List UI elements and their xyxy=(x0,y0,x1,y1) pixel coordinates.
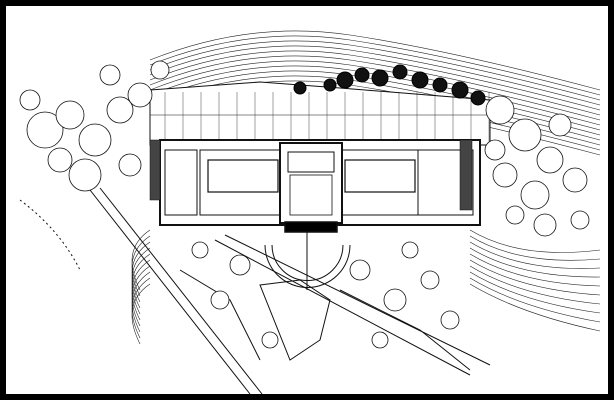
contour-line xyxy=(131,283,151,345)
tree xyxy=(99,64,121,86)
tree xyxy=(371,331,389,349)
tree xyxy=(191,241,209,259)
tree xyxy=(505,205,525,225)
tree xyxy=(562,167,588,193)
tree xyxy=(485,95,515,125)
tree xyxy=(47,147,73,173)
contour-line xyxy=(131,259,151,321)
tree xyxy=(150,60,170,80)
tree xyxy=(401,241,419,259)
contour-line xyxy=(131,253,151,315)
tree xyxy=(68,158,102,192)
contour-line xyxy=(469,241,601,269)
tree xyxy=(19,89,41,111)
contour-line xyxy=(131,229,151,291)
tree xyxy=(371,69,389,87)
tree xyxy=(432,77,448,93)
tree xyxy=(118,153,142,177)
contour-line xyxy=(149,65,601,126)
tree xyxy=(536,146,564,174)
contour-line xyxy=(131,277,151,339)
roads xyxy=(19,187,491,395)
tree xyxy=(55,100,85,130)
tree xyxy=(26,111,64,149)
tree xyxy=(520,180,550,210)
contour-line xyxy=(149,35,601,96)
tree xyxy=(470,90,486,106)
tree xyxy=(420,270,440,290)
tree xyxy=(484,139,506,161)
tree xyxy=(127,82,153,108)
contour-line xyxy=(469,259,601,296)
contour-line xyxy=(149,45,601,106)
contour-line xyxy=(469,247,601,278)
tree xyxy=(570,210,590,230)
tree xyxy=(349,259,371,281)
contour-line xyxy=(131,271,151,333)
tree xyxy=(336,71,354,89)
contour-line xyxy=(131,247,151,309)
contour-line xyxy=(149,55,601,116)
forecourt-semicircle xyxy=(264,228,351,290)
contour-line xyxy=(469,253,601,287)
tree xyxy=(261,331,279,349)
tree xyxy=(392,64,408,80)
contour-line xyxy=(131,235,151,297)
tree xyxy=(210,290,230,310)
tree xyxy=(533,213,557,237)
tree xyxy=(440,310,460,330)
tree xyxy=(106,96,134,124)
tree xyxy=(508,118,542,152)
tree xyxy=(354,67,370,83)
contour-line xyxy=(131,265,151,327)
tree xyxy=(548,113,572,137)
contour-line xyxy=(469,235,601,261)
building xyxy=(149,139,481,233)
contour-line xyxy=(469,277,601,323)
tree xyxy=(383,288,407,312)
contour-line xyxy=(469,271,601,314)
contour-line xyxy=(469,265,601,305)
tree xyxy=(229,254,251,276)
contour-line xyxy=(149,50,601,111)
contour-line xyxy=(469,283,601,332)
contour-line xyxy=(149,30,601,91)
contour-line xyxy=(469,229,601,253)
tree xyxy=(323,78,337,92)
tree xyxy=(78,123,112,157)
dense-tree-band xyxy=(293,64,486,106)
tree xyxy=(451,81,469,99)
trees xyxy=(19,60,590,349)
tree xyxy=(293,81,307,95)
contour-line xyxy=(149,60,601,121)
tree xyxy=(411,71,429,89)
tree xyxy=(492,162,518,188)
contour-line xyxy=(149,40,601,101)
